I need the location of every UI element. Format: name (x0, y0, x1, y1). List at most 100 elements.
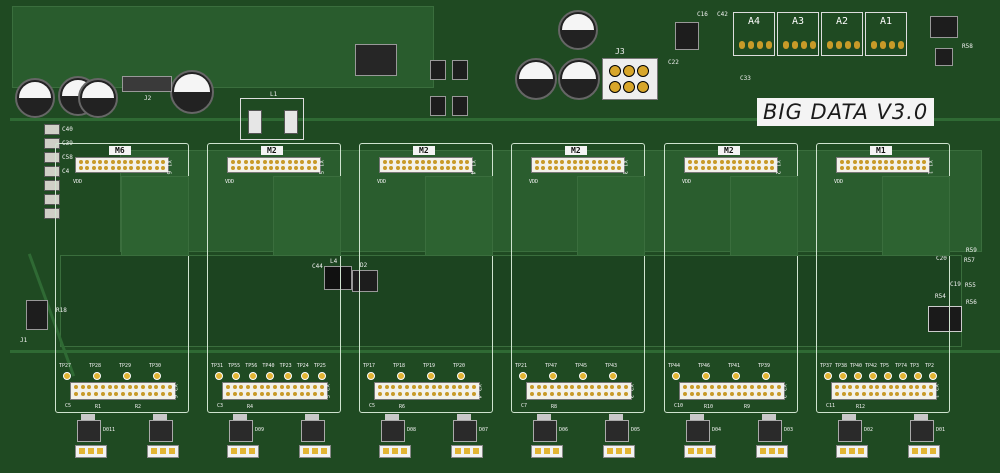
diode-label: D07 (479, 427, 489, 433)
inductor-l4 (324, 266, 352, 290)
test-point-label: TP27 (59, 363, 72, 369)
mosfet (301, 414, 325, 442)
resistor-label: R10 (704, 404, 714, 410)
adc-header-a1: A1 (865, 12, 907, 56)
j3-label: J3 (615, 47, 625, 56)
screw-terminal (603, 445, 635, 458)
vdd-label: VDD (73, 179, 83, 185)
bottom-ref: X2.4 (475, 384, 482, 399)
resistor-label: R2 (135, 404, 142, 410)
c33-label: C33 (740, 75, 751, 82)
test-point (249, 372, 258, 380)
vdd-label: VDD (682, 179, 692, 185)
electrolytic-capacitor (170, 70, 214, 114)
module-label: M2 (718, 146, 740, 155)
ic-chip (452, 60, 468, 80)
test-point-label: TP55 (228, 363, 241, 369)
resistor-label: R12 (856, 404, 866, 410)
test-point-label: TP39 (758, 363, 771, 369)
screw-terminal (227, 445, 259, 458)
test-point-label: TP2 (925, 363, 935, 369)
electrolytic-capacitor (15, 78, 55, 118)
test-point-label: TP21 (515, 363, 528, 369)
r56-label: R56 (966, 299, 977, 306)
test-point (579, 372, 587, 380)
board-title: BIG DATA V3.0 (757, 98, 935, 126)
module-label: M2 (413, 146, 435, 155)
resistor-label: R1 (95, 404, 102, 410)
bottom-pin-header (222, 382, 328, 400)
ic-chip (452, 96, 468, 116)
module-label: M2 (261, 146, 283, 155)
test-point (63, 372, 71, 380)
screw-terminal (756, 445, 788, 458)
diode-d2 (352, 270, 378, 292)
bottom-ref: X2.5 (323, 384, 330, 399)
screw-terminal (75, 445, 107, 458)
inductor-pad (284, 110, 298, 134)
test-point-label: TP20 (453, 363, 466, 369)
r54-label: R54 (935, 293, 946, 300)
test-point (854, 372, 862, 380)
diode-label: D02 (864, 427, 874, 433)
mosfet (838, 414, 862, 442)
diode-label: D08 (407, 427, 417, 433)
mosfet (381, 414, 405, 442)
module-pin-header (75, 157, 169, 173)
diode-label: D05 (631, 427, 641, 433)
test-point-label: TP24 (296, 363, 309, 369)
test-point (367, 372, 375, 380)
test-point-label: TP56 (245, 363, 258, 369)
test-point (519, 372, 527, 380)
diode-label: D09 (255, 427, 265, 433)
mosfet (605, 414, 629, 442)
module-ref: X1.1 (926, 160, 933, 175)
smd-capacitor (44, 194, 60, 205)
left-cap-label: C58 (62, 154, 73, 161)
module-ref: X1.6 (165, 160, 172, 175)
ic-chip (430, 60, 446, 80)
copper-pad-area (121, 176, 189, 256)
module-pin-header (379, 157, 473, 173)
bottom-pin-header (70, 382, 176, 400)
module-pin-header (684, 157, 778, 173)
module-slot-outline (55, 143, 189, 413)
module-slot-outline (359, 143, 493, 413)
test-point (123, 372, 131, 380)
test-point (93, 372, 101, 380)
smd-capacitor (44, 166, 60, 177)
c42-label: C42 (717, 11, 728, 18)
test-point (266, 372, 275, 380)
module-ref: X1.5 (317, 160, 324, 175)
copper-pad-area (425, 176, 493, 256)
adc-header-a2: A2 (821, 12, 863, 56)
c19-label: C19 (950, 281, 961, 288)
test-point-label: TP17 (363, 363, 376, 369)
test-point (609, 372, 617, 380)
module-slot-outline (816, 143, 950, 413)
ic-chip (430, 96, 446, 116)
screw-terminal (451, 445, 483, 458)
mosfet (910, 414, 934, 442)
test-point (549, 372, 557, 380)
test-point (732, 372, 740, 380)
test-point (317, 372, 326, 380)
module-label: M6 (109, 146, 131, 155)
test-point-label: TP44 (668, 363, 681, 369)
module-pin-header (227, 157, 321, 173)
test-point-label: TP46 (698, 363, 711, 369)
test-point-label: TP31 (211, 363, 224, 369)
test-point-label: TP45 (575, 363, 588, 369)
bottom-pin-header (526, 382, 632, 400)
c44-label: C44 (312, 263, 323, 270)
copper-pad-area (882, 176, 950, 256)
resistor-label: R4 (247, 404, 254, 410)
j2-label: J2 (144, 95, 152, 102)
regulator-ic (675, 22, 699, 50)
mosfet (533, 414, 557, 442)
ic-chip (355, 44, 397, 76)
screw-terminal (147, 445, 179, 458)
diode-label: D01 (936, 427, 946, 433)
bottom-ref: X2.2 (780, 384, 787, 399)
test-point-label: TP43 (605, 363, 618, 369)
